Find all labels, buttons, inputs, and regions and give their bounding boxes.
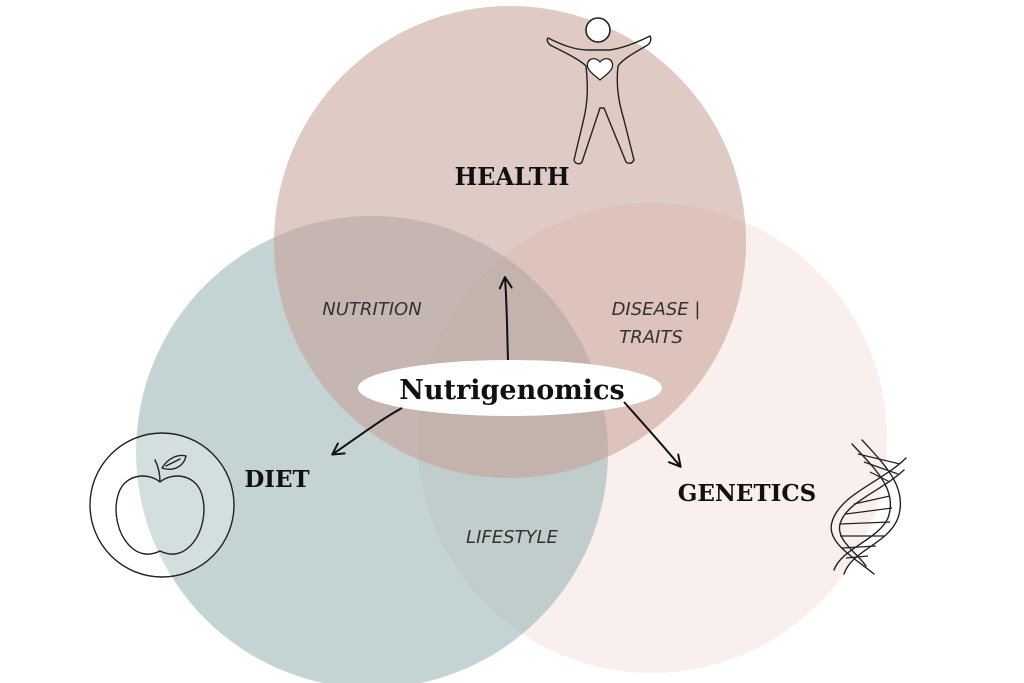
health-circle: [274, 6, 746, 478]
arrow-to-health: [498, 276, 513, 361]
arrow-to-diet: [331, 407, 403, 456]
arrow-to-genetics: [623, 401, 682, 468]
disease-label: DISEASE |: [612, 299, 701, 320]
dna-icon: [830, 439, 907, 575]
genetics-label: GENETICS: [678, 480, 817, 507]
health-label: HEALTH: [454, 162, 569, 191]
center-label: Nutrigenomics: [399, 375, 624, 406]
lifestyle-label: LIFESTYLE: [466, 527, 559, 548]
center-ellipse: [358, 360, 662, 416]
person-heart-icon: [546, 17, 652, 165]
nutrition-label: NUTRITION: [322, 299, 421, 320]
diet-label: DIET: [244, 466, 309, 493]
apple-icon: [89, 432, 235, 578]
traits-label: TRAITS: [619, 327, 683, 348]
